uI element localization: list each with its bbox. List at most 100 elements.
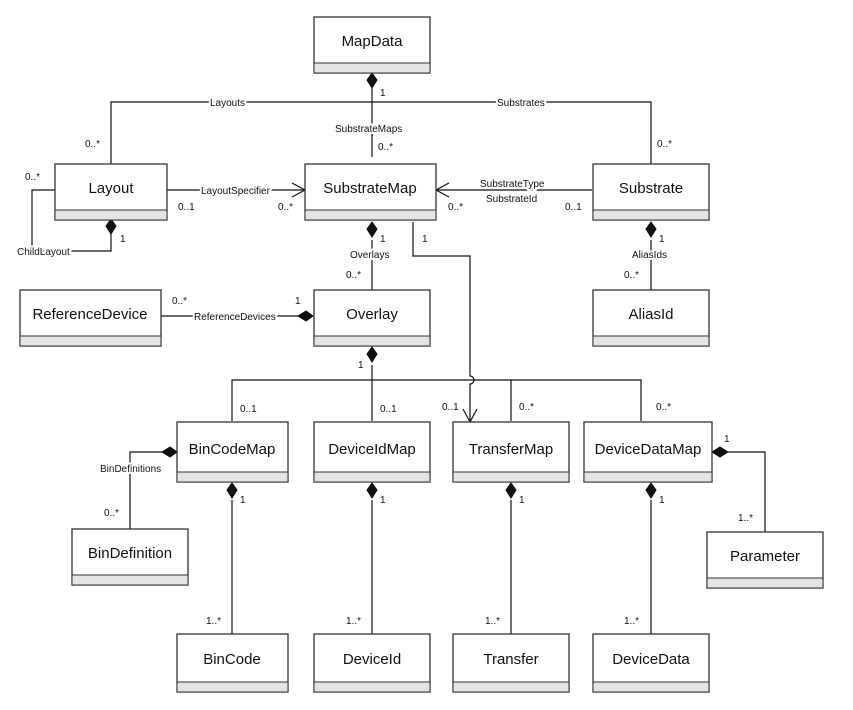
mult-substratetype-dst: 0..* (448, 202, 463, 213)
class-box-mapdata: MapData (313, 16, 431, 74)
devicedatamap-parameter-diamond (711, 446, 729, 458)
devicedatamap-devicedata-diamond (645, 482, 657, 499)
class-box-devicedata: DeviceData (592, 633, 710, 693)
mult-substratemaps-many: 0..* (378, 142, 393, 153)
class-title-overlay: Overlay (346, 306, 398, 323)
transfermap-transfer-diamond (505, 482, 517, 499)
deviceidmap-deviceid-diamond (366, 482, 378, 499)
mult-childlayout-many: 0..* (25, 172, 40, 183)
mult-transfermap-opt: 0..1 (442, 402, 459, 413)
label-layouts: Layouts (210, 98, 245, 109)
label-substratemaps: SubstrateMaps (335, 124, 402, 135)
class-box-bindefinition: BinDefinition (71, 528, 189, 586)
class-box-overlay: Overlay (313, 289, 431, 347)
multiplicity-labels: 1 0..* 0..* 0..* 0..* 1 0..1 0..* 0..* 0… (25, 88, 753, 627)
mult-overlay-one: 1 (358, 360, 364, 371)
role-labels: Layouts Substrates SubstrateMaps LayoutS… (15, 96, 669, 477)
mult-mapdata-child: 1 (380, 88, 386, 99)
class-title-transfer: Transfer (483, 651, 538, 668)
class-title-bincode: BinCode (203, 651, 261, 668)
layouts-line (110, 101, 372, 164)
class-box-deviceidmap: DeviceIdMap (313, 421, 431, 483)
class-title-deviceidmap: DeviceIdMap (328, 441, 416, 458)
class-title-aliasid: AliasId (628, 306, 673, 323)
class-box-parameter: Parameter (706, 531, 824, 589)
composition-diamonds (105, 72, 729, 499)
mult-deviceid-many: 1..* (346, 616, 361, 627)
mult-transfer-many: 1..* (485, 616, 500, 627)
overlay-referencedevices-diamond (297, 310, 314, 322)
mult-transfermap-many: 0..* (519, 402, 534, 413)
mult-transfer-src-one: 1 (422, 234, 428, 245)
mult-transfermap-one: 1 (519, 495, 525, 506)
mult-aliasids-one: 1 (659, 234, 665, 245)
mult-substratetype-src: 0..1 (565, 202, 582, 213)
bincodemap-bindefinitions-diamond (161, 446, 178, 458)
class-box-aliasid: AliasId (592, 289, 710, 347)
class-title-layout: Layout (88, 180, 134, 197)
mult-devicedata-many: 1..* (624, 616, 639, 627)
label-bindefinitions: BinDefinitions (100, 464, 161, 475)
substrates-line (372, 101, 652, 164)
class-title-substratemap: SubstrateMap (323, 180, 416, 197)
class-box-substrate: Substrate (592, 163, 710, 221)
class-title-mapdata: MapData (342, 33, 404, 50)
bindefinitions-line (129, 451, 162, 529)
mult-bindef-many: 0..* (104, 508, 119, 519)
mult-layoutspec-src: 0..1 (178, 202, 195, 213)
parameter-line (728, 451, 766, 532)
label-childlayout: ChildLayout (17, 247, 70, 258)
layout-childlayout-diamond (105, 218, 117, 235)
mult-devicedatamap-many: 0..* (656, 402, 671, 413)
label-substratetype: SubstrateType (480, 179, 545, 190)
bincodemap-bincode-diamond (226, 482, 238, 499)
mult-bincodemap-opt: 0..1 (240, 404, 257, 415)
class-box-deviceid: DeviceId (313, 633, 431, 693)
substratemap-overlays-diamond (366, 221, 378, 238)
mult-refdev-one: 1 (295, 296, 301, 307)
class-title-bindefinition: BinDefinition (88, 545, 172, 562)
label-substrateid: SubstrateId (486, 194, 537, 205)
childlayout-line (31, 189, 112, 252)
class-title-bincodemap: BinCodeMap (189, 441, 276, 458)
mult-devicedatamap-one: 1 (659, 495, 665, 506)
substratemap-transfermap-line (412, 222, 475, 421)
association-lines (31, 88, 766, 634)
mult-deviceidmap-opt: 0..1 (380, 404, 397, 415)
class-box-transfermap: TransferMap (452, 421, 570, 483)
class-title-referencedevice: ReferenceDevice (32, 306, 147, 323)
mult-refdev-many: 0..* (172, 296, 187, 307)
mult-parameter-one: 1 (724, 434, 730, 445)
class-boxes: MapData Layout SubstrateMap Substrate Re… (19, 16, 824, 693)
mult-parameter-many: 1..* (738, 513, 753, 524)
class-title-devicedatamap: DeviceDataMap (595, 441, 702, 458)
mult-bincode-many: 1..* (206, 616, 221, 627)
mult-layoutspec-dst: 0..* (278, 202, 293, 213)
class-title-deviceid: DeviceId (343, 651, 401, 668)
label-aliasids: AliasIds (632, 250, 667, 261)
class-box-devicedatamap: DeviceDataMap (583, 421, 713, 483)
class-title-transfermap: TransferMap (469, 441, 553, 458)
class-box-bincode: BinCode (176, 633, 289, 693)
label-substrates: Substrates (497, 98, 545, 109)
class-box-bincodemap: BinCodeMap (176, 421, 289, 483)
overlay-branch-line (231, 379, 642, 421)
substrate-aliasids-diamond (645, 221, 657, 238)
mult-substrate-many: 0..* (657, 139, 672, 150)
class-title-parameter: Parameter (730, 548, 800, 565)
class-box-layout: Layout (54, 163, 168, 221)
mult-overlays-many: 0..* (346, 270, 361, 281)
class-box-referencedevice: ReferenceDevice (19, 289, 162, 347)
label-overlays: Overlays (350, 250, 389, 261)
mapdata-composition-diamond (366, 72, 378, 89)
mult-deviceidmap-one: 1 (380, 495, 386, 506)
overlay-composition-diamond (366, 346, 378, 363)
label-layoutspecifier: LayoutSpecifier (201, 186, 271, 197)
class-title-devicedata: DeviceData (612, 651, 690, 668)
class-title-substrate: Substrate (619, 180, 683, 197)
mult-childlayout-one: 1 (120, 234, 126, 245)
label-referencedevices: ReferenceDevices (194, 312, 276, 323)
mult-bincodemap-one: 1 (240, 495, 246, 506)
class-box-substratemap: SubstrateMap (304, 163, 437, 221)
